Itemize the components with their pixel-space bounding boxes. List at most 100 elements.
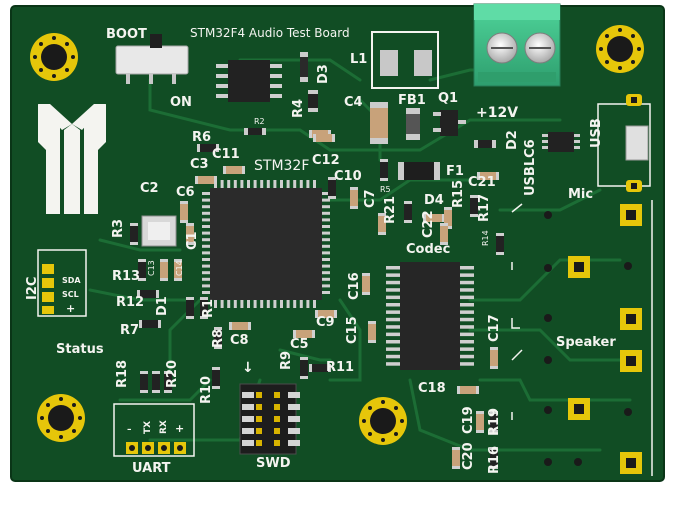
mcu-pin [322,238,330,242]
mcu-pin [322,211,330,215]
capacitor [452,450,460,466]
capacitor [440,226,448,242]
l-r14: R14 [481,230,490,246]
mcu-pin [220,180,224,188]
l-c12: C12 [312,153,340,168]
uart-header [113,403,195,457]
resistor [186,300,194,316]
codec-pin [460,347,474,351]
uart-minus: – [127,425,132,435]
i2c-header [37,249,87,317]
capacitor-terminal [378,213,386,216]
uart-label: UART [132,461,171,476]
mcu-pin [214,300,217,308]
mcu-pin [202,225,210,228]
mcu-pin [202,244,210,248]
capacitor-terminal [223,166,226,174]
on-label: ON [170,95,192,110]
codec-pin [460,354,474,359]
resistor-terminal [496,233,504,236]
mcu-pin [247,180,250,188]
l-c13: C13 [147,260,156,276]
boot-label: BOOT [106,27,147,42]
capacitor [160,262,168,278]
capacitor-terminal [174,278,182,281]
f1-label: F1 [446,164,464,179]
capacitor [198,176,214,184]
resistor [300,360,308,376]
mcu-pin [280,180,283,188]
mcu-pin [322,205,330,209]
swd-pin [274,416,280,422]
capacitor-terminal [186,223,194,226]
l-c16: C16 [347,272,362,300]
resistor-terminal [212,367,220,370]
codec-pin [386,303,400,307]
capacitor [362,276,370,292]
resistor-terminal [404,201,412,204]
mcu-pin [202,271,210,275]
crystal [141,215,177,247]
l-c22: C22 [421,210,436,238]
mcu-pin [202,258,210,261]
codec-pin [386,354,400,359]
codec-pin [460,280,474,285]
capacitor [476,414,484,430]
mcu-pin [322,251,330,255]
resistor-r4 [308,90,318,112]
mcu-pin [273,180,277,188]
l-c20: C20 [461,442,476,470]
mcu-pin [227,180,231,188]
resistor [164,374,172,390]
mcu-pin [202,238,210,242]
capacitor [174,262,182,278]
resistor-terminal [404,220,412,223]
l-c14: C14 [175,260,184,276]
resistor [328,180,336,196]
r4-label: R4 [291,99,306,118]
mcu-pin [220,300,224,308]
ferrite-fb1 [406,108,420,140]
uart-plus: + [175,422,184,435]
mcu-pin [293,180,297,188]
capacitor-terminal [452,447,460,450]
capacitor [296,330,312,338]
l-c19: C19 [461,406,476,434]
l-r18: R18 [115,360,130,388]
resistor [380,162,388,178]
resistor-terminal [130,223,138,226]
l-r5: R5 [380,185,391,194]
mcu-pin [266,180,270,188]
codec-pin [460,332,474,337]
capacitor [460,386,476,394]
mcu-pin [286,180,290,188]
swd-pin-lead [288,428,300,434]
mcu-pin [202,218,210,222]
resistor-terminal [496,252,504,255]
resistor-terminal [380,178,388,181]
mcu-pin [322,225,330,228]
voltage-label: +12V [476,105,518,121]
mcu-pin [202,211,210,215]
capacitor-terminal [186,242,194,245]
diode-d2 [474,140,496,148]
mcu-pin [247,300,250,308]
capacitor-terminal [242,166,245,174]
fb1-label: FB1 [398,93,426,108]
l-r1: R1 [201,299,216,318]
capacitor [318,310,334,318]
l-c9: C9 [316,315,335,330]
swd-pin-lead [242,392,254,398]
mcu-pin [322,264,330,268]
mcu-pin [322,258,330,261]
resistor-terminal [140,390,148,393]
mcu-pin [260,180,264,188]
mcu-pin [280,300,283,308]
mounting-hole-bottom-left [37,394,85,442]
d2-label: D2 [505,130,520,150]
mcu-pin [322,291,330,294]
codec-pin [460,273,474,277]
microcontroller-chip [202,180,330,308]
mcu-pin [202,231,210,235]
mcu-pin [227,300,231,308]
